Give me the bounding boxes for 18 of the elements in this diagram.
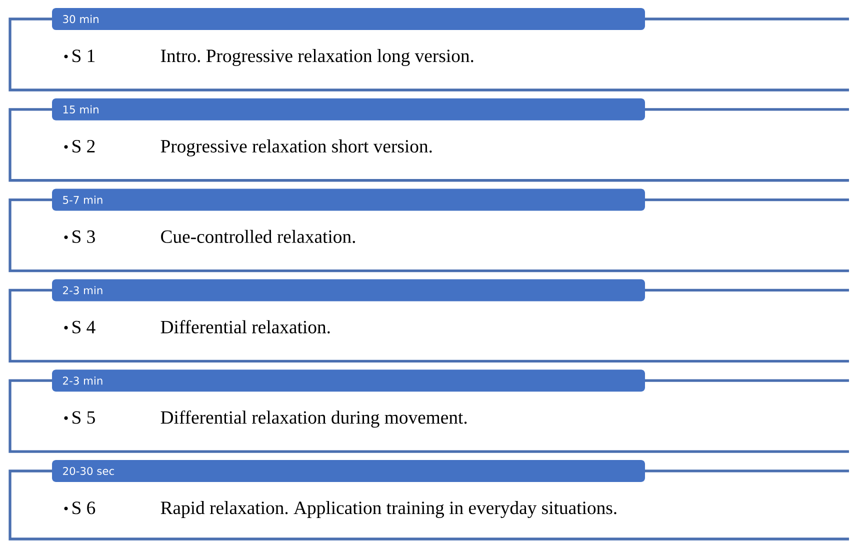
- time-bar: 20-30 sec: [52, 460, 645, 482]
- session-number: S 3: [72, 230, 95, 243]
- time-bar: 2-3 min: [52, 370, 645, 392]
- session-description: Differential relaxation.: [160, 320, 330, 334]
- session-number: S 1: [72, 50, 95, 62]
- session-description: Intro. Progressive relaxation long version.: [160, 49, 474, 66]
- session-number: S 5: [72, 411, 95, 424]
- time-bar: 15 min: [52, 98, 645, 120]
- session-number: S 6: [72, 502, 96, 514]
- session-description: Rapid relaxation. Application training in everyday situations.: [160, 501, 616, 518]
- session-description: Cue-controlled relaxation.: [161, 230, 355, 244]
- session-description: Progressive relaxation short version.: [160, 139, 432, 156]
- session-number: S 4: [72, 320, 96, 334]
- time-bar: 2-3 min: [52, 279, 645, 302]
- session-description: Differential relaxation during movement.: [160, 410, 467, 428]
- session-number: S 2: [72, 140, 95, 153]
- time-bar: 30 min: [52, 8, 645, 30]
- time-bar: 5-7 min: [52, 188, 645, 211]
